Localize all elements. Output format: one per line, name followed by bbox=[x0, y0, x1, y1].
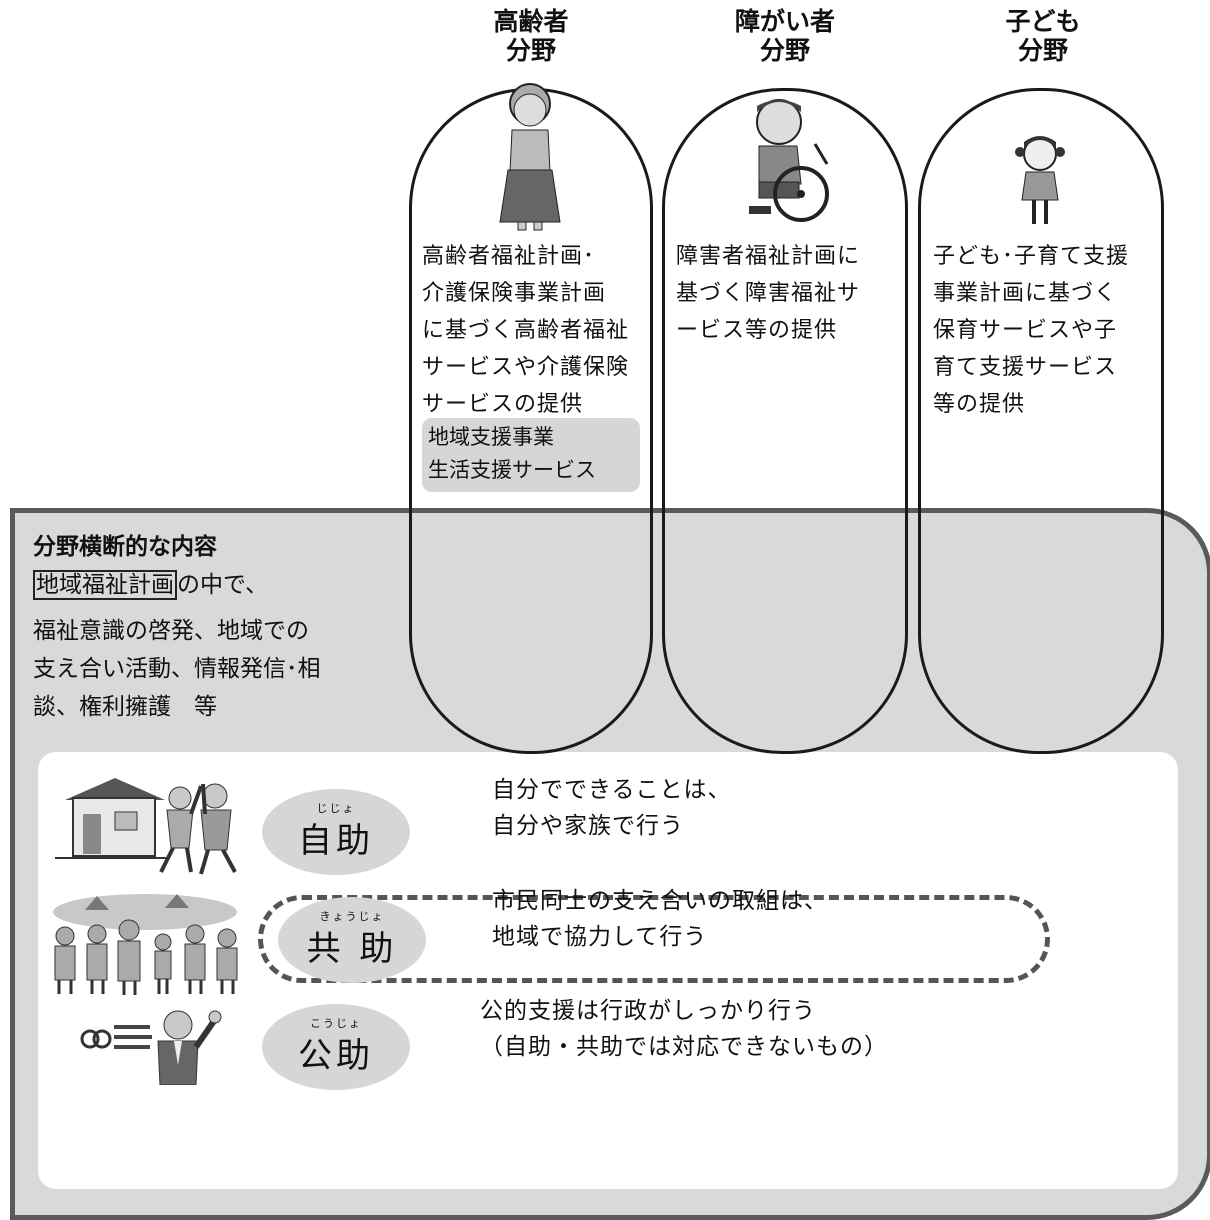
mutual-help-dashed-outline bbox=[258, 895, 1050, 983]
cross-sector-line: 支え合い活動、情報発信･相 bbox=[33, 656, 321, 682]
cross-sector-intro: 地域福祉計画の中で、 bbox=[33, 565, 269, 600]
self-help-term: 自助 bbox=[298, 821, 374, 861]
field-desc-line: 子ども･子育て支援 bbox=[933, 244, 1130, 269]
cross-sector-description: 福祉意識の啓発、地域での 支え合い活動、情報発信･相 談、権利擁護 等 bbox=[33, 612, 321, 726]
children-field-description: 子ども･子育て支援 事業計画に基づく 保育サービスや子 育て支援サービス 等の提… bbox=[933, 238, 1129, 423]
official-person-icon bbox=[80, 1010, 222, 1085]
self-help-ruby: じじょ bbox=[316, 802, 356, 815]
elderly-field-title: 高齢者 分野 bbox=[426, 7, 636, 65]
field-title-line: 分野 bbox=[1017, 36, 1068, 65]
wheelchair-user-icon bbox=[749, 99, 829, 222]
child-icon bbox=[1015, 136, 1065, 224]
field-desc-line: 高齢者福祉計画･ bbox=[422, 244, 596, 269]
regional-support-box: 地域支援事業 生活支援サービス bbox=[422, 418, 640, 492]
field-desc-line: 事業計画に基づく bbox=[933, 281, 1118, 306]
public-help-oval: こうじょ 公助 bbox=[262, 1004, 410, 1090]
disability-field-capsule bbox=[662, 88, 908, 754]
cross-sector-title: 分野横断的な内容 bbox=[33, 534, 217, 560]
self-help-line: 自分でできることは、 bbox=[492, 777, 732, 803]
mutual-help-line: 地域で協力して行う bbox=[492, 924, 708, 950]
mutual-help-description: 市民同士の支え合いの取組は、 地域で協力して行う bbox=[492, 883, 828, 955]
self-help-line: 自分や家族で行う bbox=[492, 813, 684, 839]
public-help-description: 公的支援は行政がしっかり行う （自助・共助では対応できないもの） bbox=[480, 993, 888, 1065]
field-desc-line: 介護保険事業計画 bbox=[422, 281, 607, 306]
public-help-line: （自助・共助では対応できないもの） bbox=[480, 1034, 888, 1060]
regional-support-line: 生活支援サービス bbox=[428, 458, 596, 482]
community-group-icon bbox=[53, 894, 238, 995]
field-title-line: 分野 bbox=[505, 36, 556, 65]
mutual-help-oval: きょうじょ 共 助 bbox=[278, 897, 426, 983]
field-desc-line: サービスの提供 bbox=[422, 392, 584, 417]
disability-field-description: 障害者福祉計画に 基づく障害福祉サ ービス等の提供 bbox=[676, 238, 860, 349]
cross-sector-intro-rest: の中で、 bbox=[177, 572, 269, 598]
field-desc-line: 障害者福祉計画に bbox=[676, 244, 861, 269]
field-desc-line: サービスや介護保険 bbox=[422, 355, 630, 380]
field-desc-line: 等の提供 bbox=[933, 392, 1026, 417]
disability-field-title: 障がい者 分野 bbox=[680, 7, 890, 65]
field-desc-line: 保育サービスや子 bbox=[933, 318, 1118, 343]
public-help-term: 公助 bbox=[298, 1036, 374, 1076]
children-field-capsule bbox=[918, 88, 1164, 754]
field-title-line: 分野 bbox=[759, 36, 810, 65]
mutual-help-ruby: きょうじょ bbox=[319, 910, 385, 923]
field-title-line: 子ども bbox=[1005, 7, 1081, 36]
field-desc-line: に基づく高齢者福祉 bbox=[422, 318, 630, 343]
mutual-help-line: 市民同士の支え合いの取組は、 bbox=[492, 888, 828, 914]
children-field-title: 子ども 分野 bbox=[938, 7, 1148, 65]
elderly-woman-icon bbox=[499, 83, 561, 231]
field-desc-line: ービス等の提供 bbox=[676, 318, 838, 343]
field-title-line: 障がい者 bbox=[734, 7, 835, 36]
cross-sector-line: 福祉意識の啓発、地域での bbox=[33, 618, 309, 644]
self-help-oval: じじょ 自助 bbox=[262, 789, 410, 875]
field-desc-line: 基づく障害福祉サ bbox=[676, 281, 861, 306]
public-help-line: 公的支援は行政がしっかり行う bbox=[480, 998, 816, 1024]
regional-welfare-plan-label: 地域福祉計画 bbox=[33, 570, 177, 600]
self-help-description: 自分でできることは、 自分や家族で行う bbox=[492, 772, 732, 844]
family-house-icon bbox=[55, 778, 237, 875]
field-title-line: 高齢者 bbox=[493, 7, 569, 36]
elderly-field-description: 高齢者福祉計画･ 介護保険事業計画 に基づく高齢者福祉 サービスや介護保険 サー… bbox=[422, 238, 629, 423]
field-desc-line: 育て支援サービス bbox=[933, 355, 1118, 380]
mutual-help-term: 共 助 bbox=[306, 929, 398, 969]
public-help-ruby: こうじょ bbox=[310, 1017, 362, 1030]
regional-support-line: 地域支援事業 bbox=[428, 425, 554, 449]
cross-sector-line: 談、権利擁護 等 bbox=[33, 694, 217, 720]
